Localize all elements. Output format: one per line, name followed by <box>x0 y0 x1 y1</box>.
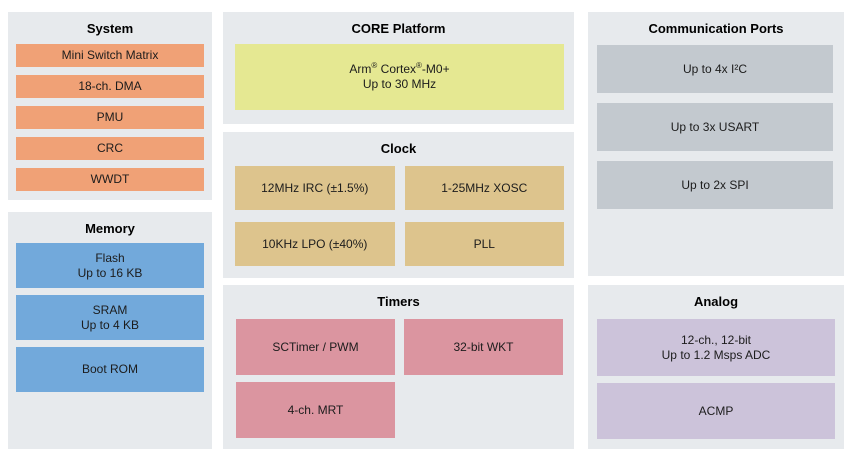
block-label: Mini Switch Matrix <box>61 48 159 62</box>
block-label-line2: Up to 1.2 Msps ADC <box>661 347 771 362</box>
block-label: Up to 4x I²C <box>682 61 748 76</box>
block-xosc: 1-25MHz XOSC <box>404 166 564 210</box>
registered-mark: ® <box>416 61 422 70</box>
block-label-line1: 12-ch., 12-bit <box>680 332 752 347</box>
block-adc: 12-ch., 12-bit Up to 1.2 Msps ADC <box>597 319 835 376</box>
block-label: Boot ROM <box>81 362 138 376</box>
panel-memory: Memory Flash Up to 16 KB SRAM Up to 4 KB… <box>8 212 212 449</box>
block-pll: PLL <box>404 222 564 266</box>
block-label: PMU <box>96 110 124 124</box>
block-mini-switch-matrix: Mini Switch Matrix <box>16 44 204 67</box>
cpu-model: -M0+ <box>421 62 450 76</box>
block-i2c: Up to 4x I²C <box>597 45 833 93</box>
block-mrt: 4-ch. MRT <box>236 382 395 438</box>
registered-mark: ® <box>371 61 378 70</box>
block-sram: SRAM Up to 4 KB <box>16 295 204 340</box>
block-label: 4-ch. MRT <box>287 402 344 417</box>
panel-title-core-platform: CORE Platform <box>351 21 446 36</box>
block-lpo: 10KHz LPO (±40%) <box>235 222 395 266</box>
block-crc: CRC <box>16 137 204 160</box>
block-wkt: 32-bit WKT <box>404 319 563 375</box>
block-label-line2: Up to 30 MHz <box>362 77 437 91</box>
block-irc: 12MHz IRC (±1.5%) <box>235 166 395 210</box>
block-label: ACMP <box>698 403 734 418</box>
memory-block-list: Flash Up to 16 KB SRAM Up to 4 KB Boot R… <box>16 243 204 392</box>
comm-block-list: Up to 4x I²C Up to 3x USART Up to 2x SPI <box>597 45 833 209</box>
panel-core-platform: CORE Platform Arm® Cortex®-M0+ Up to 30 … <box>223 12 574 124</box>
panel-title-system: System <box>86 21 134 36</box>
block-dma: 18-ch. DMA <box>16 75 204 98</box>
panel-title-clock: Clock <box>380 141 417 156</box>
block-label: Up to 3x USART <box>670 119 760 134</box>
block-label-line1: Arm® Cortex®-M0+ <box>349 62 449 77</box>
block-acmp: ACMP <box>597 383 835 439</box>
block-wwdt: WWDT <box>16 168 204 191</box>
block-label-line1: SRAM <box>92 302 128 317</box>
block-label: 32-bit WKT <box>453 339 514 354</box>
block-pmu: PMU <box>16 106 204 129</box>
cpu-brand: Arm <box>349 62 372 76</box>
block-label: 1-25MHz XOSC <box>441 180 528 195</box>
panel-title-analog: Analog <box>693 294 739 309</box>
block-cortex-m0plus: Arm® Cortex®-M0+ Up to 30 MHz <box>235 44 564 110</box>
block-flash: Flash Up to 16 KB <box>16 243 204 288</box>
panel-title-timers: Timers <box>377 294 420 309</box>
panel-system: System Mini Switch Matrix 18-ch. DMA PMU… <box>8 12 212 200</box>
block-label: Up to 2x SPI <box>681 177 749 192</box>
block-label-line2: Up to 16 KB <box>77 265 143 280</box>
block-boot-rom: Boot ROM <box>16 347 204 392</box>
block-label: PLL <box>473 236 495 251</box>
block-label: SCTimer / PWM <box>272 339 359 354</box>
block-spi: Up to 2x SPI <box>597 161 833 209</box>
cpu-family: Cortex <box>377 62 416 76</box>
block-label: CRC <box>97 141 123 155</box>
block-label: 18-ch. DMA <box>78 79 142 93</box>
panel-title-memory: Memory <box>85 221 135 236</box>
block-label: WWDT <box>90 172 130 186</box>
block-label-line2: Up to 4 KB <box>80 317 140 332</box>
block-sctimer-pwm: SCTimer / PWM <box>236 319 395 375</box>
system-block-list: Mini Switch Matrix 18-ch. DMA PMU CRC WW… <box>16 44 204 191</box>
clock-block-grid: 12MHz IRC (±1.5%) 1-25MHz XOSC 10KHz LPO… <box>235 166 564 266</box>
block-label: 12MHz IRC (±1.5%) <box>261 180 369 195</box>
panel-communication-ports: Communication Ports Up to 4x I²C Up to 3… <box>588 12 844 276</box>
panel-timers: Timers SCTimer / PWM 32-bit WKT 4-ch. MR… <box>223 285 574 449</box>
block-label-line1: Flash <box>95 250 125 265</box>
panel-title-communication-ports: Communication Ports <box>648 21 784 36</box>
analog-block-list: 12-ch., 12-bit Up to 1.2 Msps ADC ACMP <box>597 319 835 439</box>
block-usart: Up to 3x USART <box>597 103 833 151</box>
panel-clock: Clock 12MHz IRC (±1.5%) 1-25MHz XOSC 10K… <box>223 132 574 278</box>
block-label: 10KHz LPO (±40%) <box>262 236 368 251</box>
panel-analog: Analog 12-ch., 12-bit Up to 1.2 Msps ADC… <box>588 285 844 449</box>
timers-block-grid: SCTimer / PWM 32-bit WKT 4-ch. MRT <box>236 319 563 438</box>
